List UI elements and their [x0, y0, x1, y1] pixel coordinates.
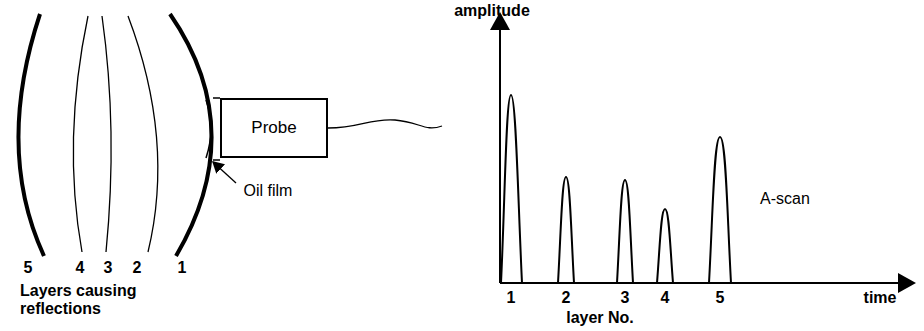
axis-label: time [864, 289, 897, 307]
chart-label: A-scan [760, 190, 810, 208]
axis-label: layer No. [566, 309, 634, 327]
echo-peak [709, 137, 731, 283]
layer-number: 1 [178, 259, 187, 277]
probe-cable [328, 120, 442, 128]
layer-4 [73, 16, 88, 252]
tick-label: 4 [661, 289, 670, 307]
layer-3 [102, 16, 111, 252]
x-axis [500, 282, 914, 284]
layer-1 [170, 14, 212, 256]
layer-number: 3 [104, 259, 113, 277]
echo-peak [657, 209, 673, 283]
callout-label: Oil film [244, 182, 293, 200]
probe-box: Probe [220, 98, 328, 158]
oil-film [206, 100, 211, 158]
tick-label: 1 [507, 289, 516, 307]
axis-label: amplitude [454, 2, 530, 20]
leader-line [213, 162, 236, 183]
layer-number: 5 [24, 259, 33, 277]
tick-label: 3 [621, 289, 630, 307]
echo-peak [558, 177, 574, 283]
echo-peak [617, 180, 633, 283]
probe-label: Probe [251, 118, 296, 138]
tick-label: 5 [716, 289, 725, 307]
layer-number: 4 [76, 259, 85, 277]
layer-number: 2 [133, 259, 142, 277]
oil-film [213, 98, 220, 160]
y-axis [499, 14, 501, 283]
layer-2 [128, 16, 158, 252]
caption-label: Layers causing reflections [20, 282, 170, 319]
layer-5 [18, 14, 44, 256]
echo-peak [501, 95, 522, 283]
tick-label: 2 [562, 289, 571, 307]
